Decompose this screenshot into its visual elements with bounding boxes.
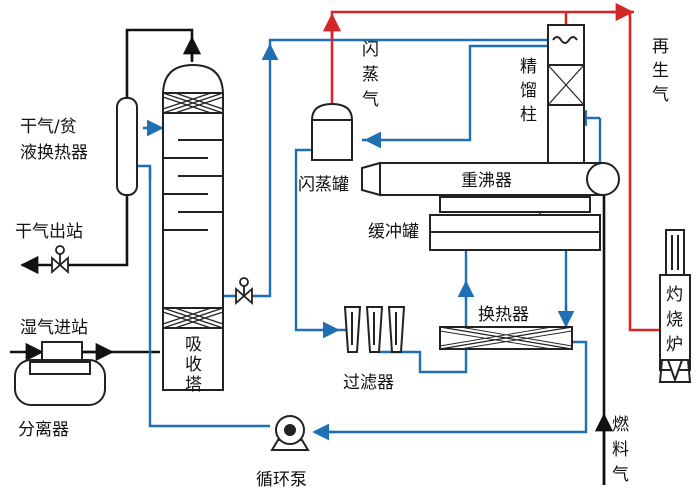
pump-icon [270, 415, 310, 451]
fuel-gas-label-3: 气 [612, 465, 629, 485]
dry-gas-out-label: 干气出站 [15, 222, 83, 242]
regen-gas-label-3: 气 [652, 85, 669, 105]
wet-gas-in-label: 湿气进站 [20, 318, 88, 338]
dry-gas-exchanger-label-2: 液换热器 [20, 143, 88, 163]
circulation-pump-label: 循环泵 [256, 470, 307, 490]
separator-vessel [14, 341, 106, 406]
rectifier-label-3: 柱 [520, 105, 537, 125]
flash-gas-label-3: 气 [362, 90, 379, 110]
fuel-gas-label-2: 料 [612, 440, 629, 460]
separator-label: 分离器 [18, 420, 69, 440]
reboiler-label: 重沸器 [461, 171, 512, 191]
rectifier-label-1: 精 [520, 57, 537, 77]
valve-icon [235, 277, 253, 305]
burner-label-2: 烧 [666, 310, 683, 330]
flash-gas-label-2: 蒸 [362, 65, 379, 85]
burner-furnace [658, 229, 692, 384]
labels: 干气/贫 液换热器 干气出站 湿气进站 分离器 吸 收 塔 闪 蒸 气 精 馏 … [15, 37, 683, 490]
heat-exchanger [439, 326, 573, 350]
flash-tank-label: 闪蒸罐 [298, 175, 349, 195]
fuel-gas-label-1: 燃 [612, 415, 629, 435]
dry-gas-exchanger-label-1: 干气/贫 [20, 117, 77, 137]
absorber-label-2: 收 [185, 355, 202, 375]
regen-gas-label-2: 生 [652, 61, 669, 81]
heat-exchanger-label: 换热器 [478, 305, 529, 325]
valve-icon [51, 245, 69, 274]
red-lines [322, 2, 662, 332]
burner-label-3: 炉 [666, 335, 683, 355]
buffer-tank [429, 196, 601, 251]
black-lines [10, 28, 614, 485]
burner-label-1: 灼 [666, 285, 683, 305]
reboiler [361, 161, 620, 197]
absorber-label-3: 塔 [185, 375, 202, 395]
absorber-label-1: 吸 [185, 335, 202, 355]
filter-cartridges [343, 306, 406, 353]
absorber-tower [162, 63, 224, 391]
buffer-tank-label: 缓冲罐 [368, 222, 419, 242]
flash-gas-label-1: 闪 [362, 40, 379, 60]
rectifier-column [547, 24, 585, 166]
regen-gas-label-1: 再 [652, 37, 669, 57]
dry-gas-glycol-exchanger [116, 97, 138, 196]
flash-tank [311, 102, 353, 161]
rectifier-label-2: 馏 [520, 81, 537, 101]
filter-label: 过滤器 [343, 373, 394, 393]
